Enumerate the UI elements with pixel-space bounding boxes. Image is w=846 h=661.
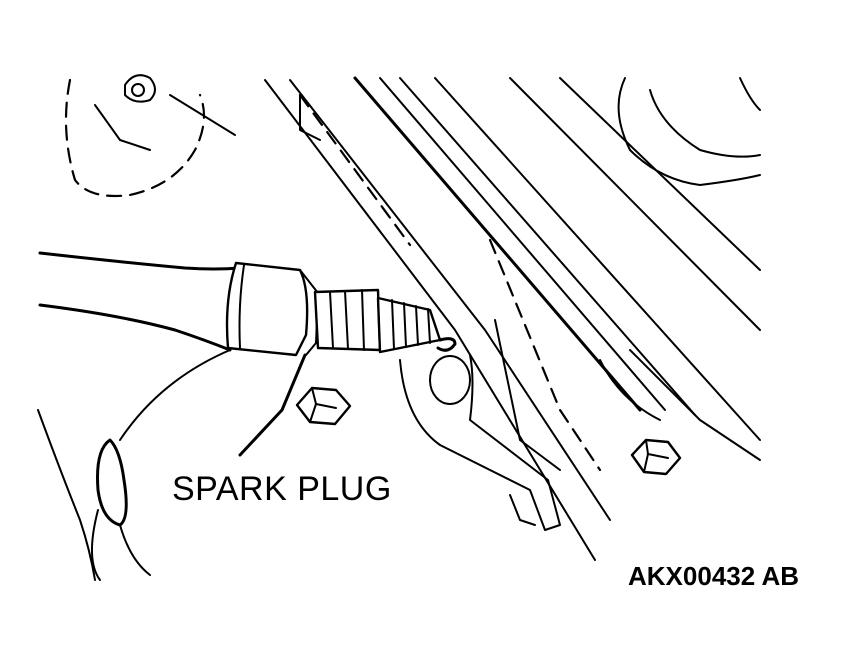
callout-leader-line <box>238 353 307 457</box>
figure-code: AKX00432 AB <box>628 561 799 591</box>
bolt-right <box>630 438 682 476</box>
engine-casting-right <box>599 77 761 461</box>
spark-plug <box>313 288 457 354</box>
bolt-center <box>295 386 352 426</box>
hose-hook-left <box>37 349 231 581</box>
spark-plug-label: SPARK PLUG <box>172 470 392 508</box>
engine-casting-left <box>64 74 236 198</box>
bracket <box>399 354 561 531</box>
spark-plug-wire <box>38 251 319 357</box>
cylinder-head-panels <box>264 76 761 561</box>
